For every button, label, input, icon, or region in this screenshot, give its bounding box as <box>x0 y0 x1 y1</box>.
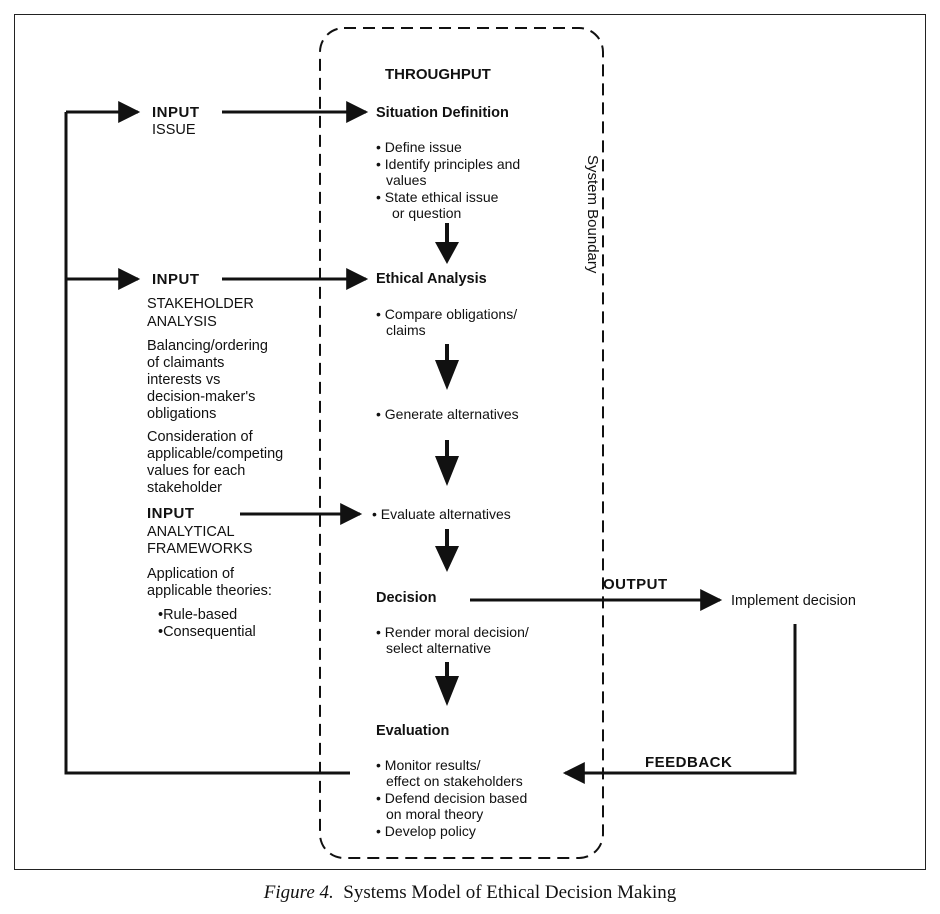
stakeholder-note-2-line-1: Consideration of <box>147 429 253 445</box>
decision-item-1-line-1: • Render moral decision/ <box>376 624 529 640</box>
situation-heading: Situation Definition <box>376 105 509 121</box>
situation-item-3-line-2: or question <box>392 205 462 221</box>
flow-arrow-3 <box>435 440 459 486</box>
input-frameworks-label-2: FRAMEWORKS <box>147 541 253 557</box>
evaluation-item-2-line-1: • Defend decision based <box>376 790 528 806</box>
input-stakeholder-heading: INPUT <box>152 271 200 288</box>
frameworks-note-1-line-2: applicable theories: <box>147 583 272 599</box>
flow-arrow-1 <box>435 223 459 264</box>
ethical-heading: Ethical Analysis <box>376 271 487 287</box>
ethical-item-1-line-2: claims <box>386 322 426 338</box>
stakeholder-note-1-line-1: Balancing/ordering <box>147 338 268 354</box>
figure-caption: Figure 4. Systems Model of Ethical Decis… <box>0 882 940 904</box>
stakeholder-note-2-line-4: stakeholder <box>147 480 222 496</box>
stakeholder-note-1-line-5: obligations <box>147 406 217 422</box>
flow-arrow-2 <box>435 344 459 390</box>
stakeholder-note-1-line-4: decision-maker's <box>147 389 256 405</box>
evaluation-item-2-line-2: on moral theory <box>386 806 484 822</box>
ethical-item-2: • Generate alternatives <box>376 406 519 422</box>
decision-item-1-line-2: select alternative <box>386 640 492 656</box>
feedback-label: FEEDBACK <box>645 754 733 771</box>
situation-item-2-line-1: • Identify principles and <box>376 156 521 172</box>
input-frameworks-label-1: ANALYTICAL <box>147 524 235 540</box>
output-label: OUTPUT <box>603 576 668 593</box>
stakeholder-note-2-line-3: values for each <box>147 463 246 479</box>
ethical-item-1-line-1: • Compare obligations/ <box>376 306 518 322</box>
evaluation-heading: Evaluation <box>376 723 450 739</box>
input-stakeholder-label-1: STAKEHOLDER <box>147 296 254 312</box>
stakeholder-note-2-line-2: applicable/competing <box>147 446 284 462</box>
figure-number: Figure 4. <box>263 882 334 903</box>
input-stakeholder-label-2: ANALYSIS <box>147 314 217 330</box>
evaluation-item-1-line-2: effect on stakeholders <box>386 773 523 789</box>
throughput-title: THROUGHPUT <box>385 66 491 83</box>
flow-arrow-5 <box>435 662 459 706</box>
flow-arrow-4 <box>435 529 459 572</box>
figure-title: Systems Model of Ethical Decision Making <box>343 882 677 903</box>
system-boundary-label: System Boundary <box>584 155 601 274</box>
evaluation-item-3: • Develop policy <box>376 823 476 839</box>
input-frameworks-heading: INPUT <box>147 505 195 522</box>
implement-decision-label: Implement decision <box>731 593 856 609</box>
feedback-loop-left <box>64 112 350 775</box>
figure-frame <box>14 14 926 870</box>
frameworks-note-2-line-1: •Rule-based <box>158 607 238 623</box>
situation-item-1: • Define issue <box>376 139 462 155</box>
stakeholder-note-1-line-2: of claimants <box>147 355 225 371</box>
ethical-item-3: • Evaluate alternatives <box>372 506 511 522</box>
frameworks-note-2-line-2: •Consequential <box>158 624 256 640</box>
input-issue-label: ISSUE <box>152 122 196 138</box>
evaluation-item-1-line-1: • Monitor results/ <box>376 757 481 773</box>
stakeholder-note-1-line-3: interests vs <box>147 372 221 388</box>
situation-item-3-line-1: • State ethical issue <box>376 189 499 205</box>
input-issue-heading: INPUT <box>152 104 200 121</box>
situation-item-2-line-2: values <box>386 172 427 188</box>
decision-heading: Decision <box>376 590 437 606</box>
feedback-line <box>562 624 797 784</box>
system-boundary-box <box>319 27 604 859</box>
frameworks-note-1-line-1: Application of <box>147 566 235 582</box>
